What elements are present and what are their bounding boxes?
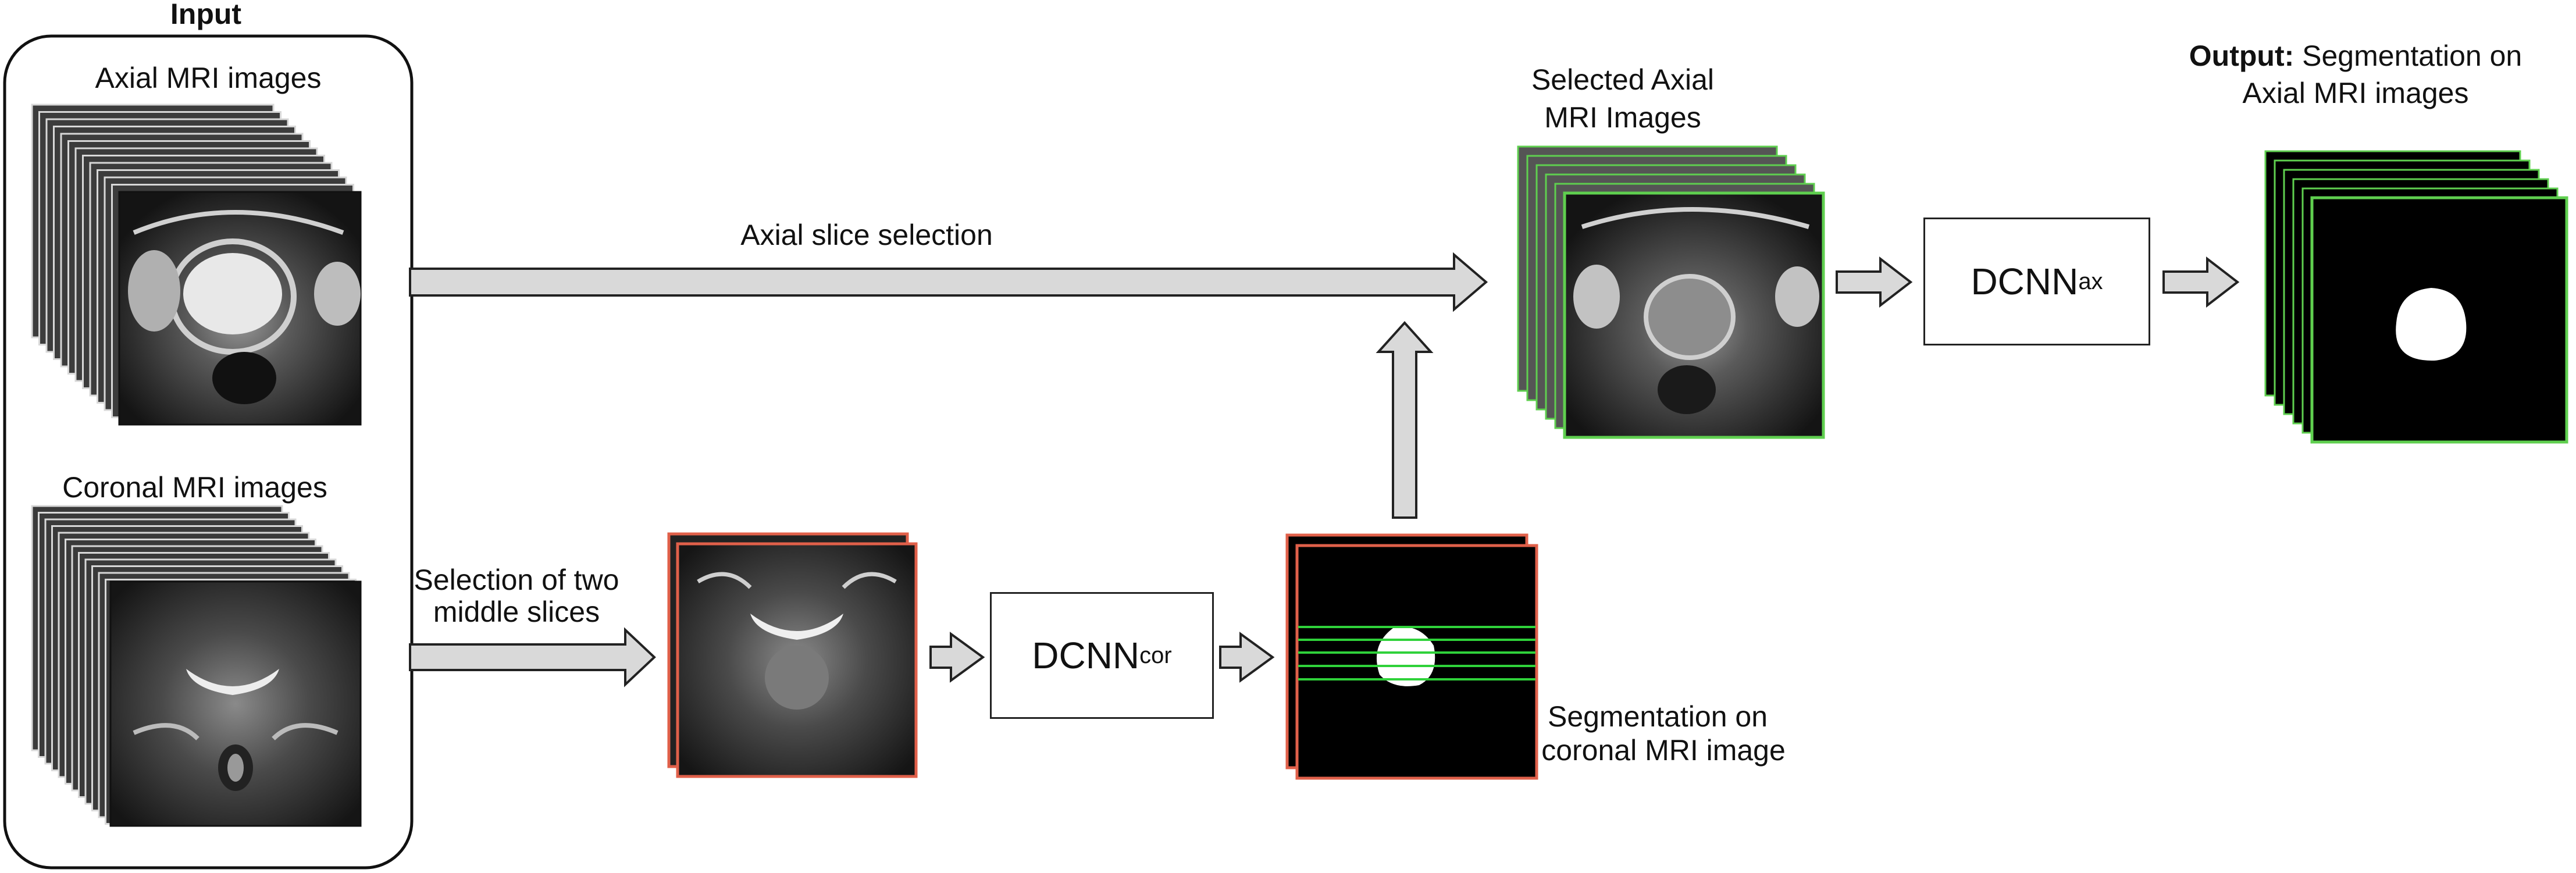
output-title-line2: Axial MRI images: [2242, 77, 2469, 109]
from-dcnn-cor-arrow: [1219, 632, 1275, 683]
to-dcnn-ax-arrow: [1836, 256, 1913, 308]
axial-slice-lines: [1298, 626, 1535, 680]
selection-two-middle-label-line1: Selection of two: [414, 564, 619, 596]
selected-axial-front-image: [1563, 191, 1825, 439]
selection-two-middle-label-line2: middle slices: [433, 596, 600, 628]
axial-segmentation-mask: [2396, 288, 2467, 361]
output-title-rest: Segmentation on: [2294, 40, 2522, 72]
output-segmentation-front: [2310, 196, 2568, 444]
up-arrow: [1376, 321, 1434, 519]
output-title: Output: Segmentation on: [2140, 38, 2571, 73]
axial-mri-front-image: [118, 191, 362, 426]
axial-slice-selection-arrow: [409, 252, 1488, 312]
dcnn-ax-label: DCNN: [1971, 261, 2079, 302]
coronal-segmentation-mask: [1376, 627, 1435, 686]
selected-axial-label-line2: MRI Images: [1544, 101, 1701, 134]
segmentation-coronal-label-line1: Segmentation on: [1547, 700, 1768, 733]
axial-mri-label: Axial MRI images: [95, 62, 322, 94]
input-title: Input: [170, 0, 242, 30]
dcnn-cor-label: DCNN: [1032, 635, 1140, 676]
to-dcnn-cor-arrow: [929, 632, 985, 683]
coronal-selected-slices: [667, 532, 918, 778]
coronal-mri-label: Coronal MRI images: [62, 471, 327, 504]
output-segmentation-stack: [2264, 150, 2568, 444]
input-container: [3, 34, 414, 870]
axial-mri-stack: [31, 104, 362, 426]
dcnn-cor-subscript: cor: [1139, 642, 1172, 668]
selected-axial-stack: [1517, 145, 1825, 439]
output-title-bold: Output:: [2189, 40, 2294, 72]
segmentation-coronal-label-line2: coronal MRI image: [1541, 734, 1786, 767]
coronal-segmentation-slices: [1285, 533, 1538, 780]
dcnn-ax-subscript: ax: [2078, 268, 2103, 294]
middle-slice-selection-arrow: [409, 627, 656, 687]
coronal-mri-front-image: [109, 580, 362, 827]
coronal-mri-stack: [31, 505, 362, 827]
from-dcnn-ax-arrow: [2162, 256, 2240, 308]
selected-axial-label-line1: Selected Axial: [1531, 63, 1715, 96]
axial-slice-selection-label: Axial slice selection: [740, 219, 993, 251]
